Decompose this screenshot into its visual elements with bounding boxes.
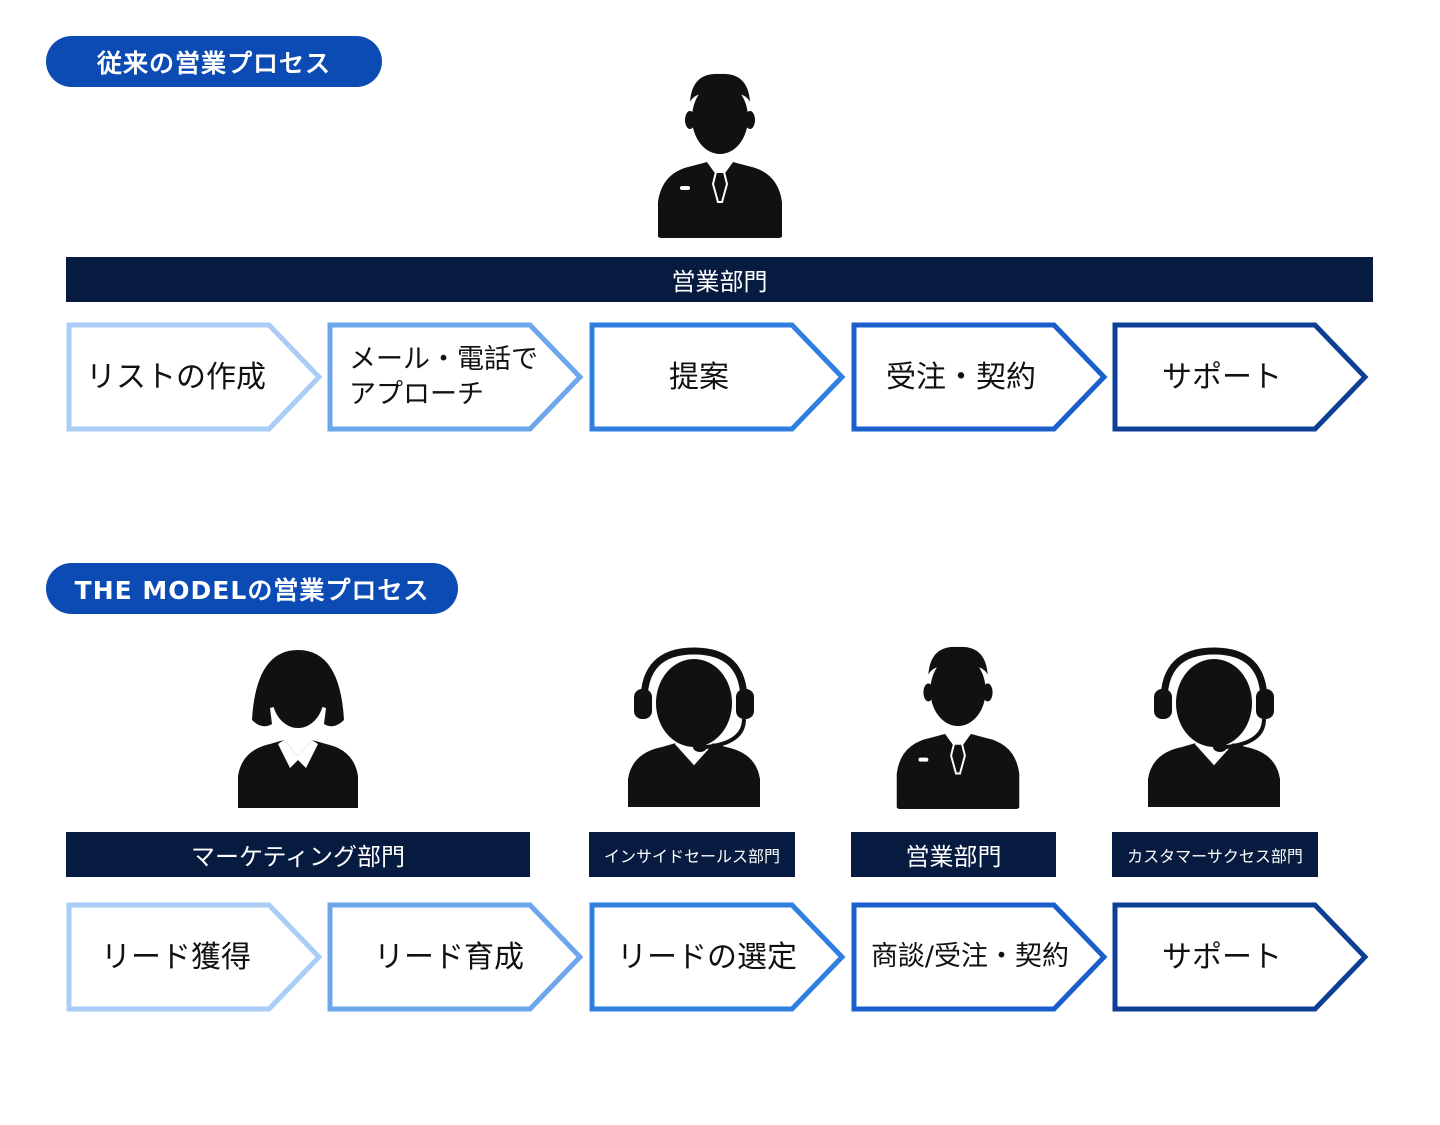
businessman-icon (896, 646, 1020, 810)
model-step-4: 商談/受注・契約 (851, 902, 1109, 1012)
model-dept-customer-success: カスタマーサクセス部門 (1112, 832, 1318, 877)
traditional-step-5: サポート (1112, 322, 1370, 432)
traditional-step-2: メール・電話で アプローチ (327, 322, 585, 432)
model-dept-inside-sales: インサイドセールス部門 (589, 832, 795, 877)
model-dept-customer-success-label: カスタマーサクセス部門 (1127, 846, 1303, 866)
model-title-pill: THE MODELの営業プロセス (46, 563, 458, 614)
traditional-dept-bar: 営業部門 (66, 257, 1373, 302)
traditional-step-1: リストの作成 (66, 322, 324, 432)
model-step-5-label: サポート (1162, 939, 1282, 975)
headset-operator-icon (628, 647, 760, 807)
traditional-dept-label: 営業部門 (671, 268, 768, 296)
traditional-step-2-label: メール・電話で アプローチ (349, 343, 538, 410)
traditional-title: 従来の営業プロセス (96, 48, 331, 78)
traditional-step-5-label: サポート (1162, 359, 1282, 395)
traditional-title-pill: 従来の営業プロセス (46, 36, 382, 87)
model-step-5: サポート (1112, 902, 1370, 1012)
model-step-1-label: リード獲得 (101, 939, 251, 975)
traditional-step-3: 提案 (589, 322, 847, 432)
model-dept-marketing: マーケティング部門 (66, 832, 530, 877)
model-step-1: リード獲得 (66, 902, 324, 1012)
model-step-4-label: 商談/受注・契約 (870, 941, 1070, 973)
model-step-3-label: リードの選定 (617, 939, 797, 975)
traditional-step-4-label: 受注・契約 (886, 359, 1036, 395)
model-dept-sales: 営業部門 (851, 832, 1056, 877)
model-dept-sales-label: 営業部門 (905, 843, 1002, 871)
model-title: THE MODELの営業プロセス (74, 575, 430, 605)
model-dept-inside-sales-label: インサイドセールス部門 (603, 846, 780, 866)
model-dept-marketing-label: マーケティング部門 (190, 843, 406, 871)
businessman-icon (658, 73, 782, 238)
traditional-step-4: 受注・契約 (851, 322, 1109, 432)
traditional-step-3-label: 提案 (669, 359, 729, 395)
headset-operator-icon (1148, 647, 1280, 807)
model-step-3: リードの選定 (589, 902, 847, 1012)
model-step-2: リード育成 (327, 902, 585, 1012)
traditional-step-1-label: リストの作成 (86, 359, 266, 395)
businesswoman-icon (238, 650, 358, 808)
model-step-2-label: リード育成 (374, 939, 524, 975)
